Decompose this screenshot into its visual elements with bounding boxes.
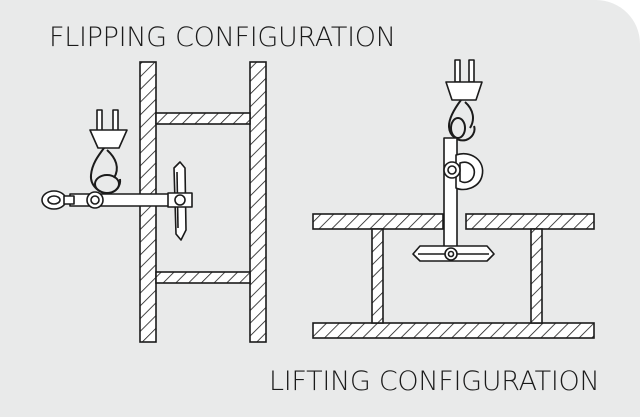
hook-top-lifting bbox=[445, 59, 483, 101]
bottom-flange bbox=[312, 322, 595, 339]
lifting-shaft bbox=[443, 137, 458, 255]
hook-top bbox=[89, 109, 128, 149]
beam-flange-right bbox=[249, 61, 267, 343]
top-flange-right bbox=[465, 213, 595, 230]
flipping-configuration-title: FLIPPING CONFIGURATION bbox=[49, 22, 396, 53]
lifting-configuration-title: LIFTING CONFIGURATION bbox=[269, 366, 600, 397]
beam-web-upper bbox=[155, 112, 251, 125]
web-left bbox=[371, 228, 384, 324]
clamp-shaft bbox=[69, 193, 177, 207]
web-right bbox=[530, 228, 543, 324]
lifting-clamp bbox=[412, 59, 495, 262]
flipping-clamp bbox=[41, 109, 193, 241]
upright-beam bbox=[312, 213, 595, 339]
top-flange-left bbox=[312, 213, 444, 230]
beam-web-lower bbox=[155, 271, 251, 284]
